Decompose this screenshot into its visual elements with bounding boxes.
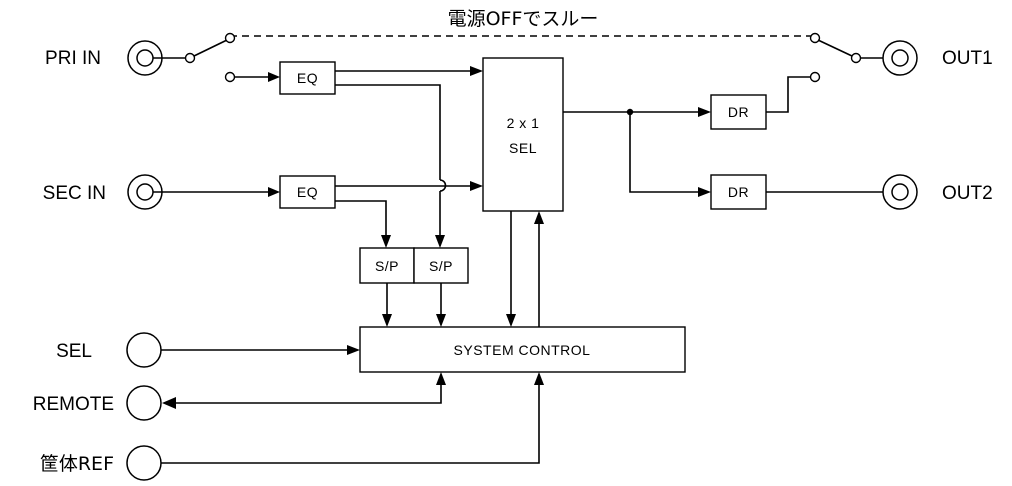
remote-port-jack	[126, 385, 162, 421]
dr1-input-arrow	[698, 107, 711, 117]
sp1-block	[359, 247, 415, 284]
eq-sec-to-sp1-wire	[335, 200, 387, 237]
sp1-input-arrow	[381, 235, 391, 248]
sp2-input-arrow	[435, 235, 445, 248]
sel-port-arrow	[347, 345, 360, 355]
housing-ref-wire	[161, 384, 540, 464]
system-control-block	[359, 326, 686, 373]
sel-port-jack	[126, 332, 162, 368]
eq-sec-block	[279, 175, 336, 209]
housing-ref-arrow	[534, 372, 544, 385]
sp1-to-control-arrow	[382, 314, 392, 327]
out2-jack	[882, 174, 918, 210]
eq-pri-to-sp2-wire	[335, 84, 441, 180]
pri-in-bypass-switch	[193, 39, 228, 57]
system-control-label: SYSTEM CONTROL	[454, 342, 591, 358]
pri-in-label: PRI IN	[45, 48, 101, 69]
remote-wire	[175, 384, 442, 404]
pri-in-jack	[127, 40, 163, 76]
out1-switch-bypass-contact	[809, 32, 821, 44]
eq-sec-to-sel-arrow	[470, 181, 483, 191]
junction-to-dr2-wire	[629, 112, 700, 193]
sel-block-line1: 2 x 1	[507, 115, 540, 131]
dr1-label: DR	[728, 104, 749, 120]
out1-bypass-switch	[817, 39, 853, 57]
housing-ref-jack	[126, 445, 162, 481]
sel-to-control-arrow	[506, 314, 516, 327]
housing-ref-label: 筐体REF	[40, 453, 114, 475]
control-to-sel-arrow	[534, 211, 544, 224]
sel-block-line2: SEL	[509, 140, 537, 156]
out1-label: OUT1	[942, 48, 993, 69]
pri-in-switch-bypass-contact	[224, 32, 236, 44]
pri-eq-input-arrow	[268, 72, 280, 82]
eq-sec-label: EQ	[297, 184, 318, 200]
sp1-label: S/P	[375, 258, 399, 274]
out1-switch-dr-contact	[809, 71, 821, 83]
eq-pri-to-sel-arrow	[470, 66, 483, 76]
remote-port-label: REMOTE	[33, 394, 114, 415]
sec-in-label: SEC IN	[43, 183, 106, 204]
pri-in-switch-eq-contact	[224, 71, 236, 83]
sp2-to-control-arrow	[436, 314, 446, 327]
eq-pri-label: EQ	[297, 70, 318, 86]
out1-switch-common	[850, 52, 862, 64]
remote-out-arrow	[162, 397, 176, 409]
sec-eq-input-arrow	[268, 187, 280, 197]
sel-2x1-block	[482, 57, 564, 212]
remote-in-arrow	[436, 372, 446, 385]
bypass-caption: 電源OFFでスルー	[448, 8, 599, 30]
sp2-block	[413, 247, 469, 284]
dr2-label: DR	[728, 184, 749, 200]
sel-port-label: SEL	[56, 341, 92, 362]
dr2-block	[710, 174, 767, 210]
sp2-label: S/P	[429, 258, 453, 274]
pri-in-switch-common	[184, 52, 196, 64]
out1-jack	[882, 40, 918, 76]
dr2-input-arrow	[698, 187, 711, 197]
out2-label: OUT2	[942, 183, 993, 204]
eq-pri-block	[279, 61, 336, 95]
dr1-to-switch-wire	[766, 76, 811, 113]
sec-in-jack	[127, 174, 163, 210]
